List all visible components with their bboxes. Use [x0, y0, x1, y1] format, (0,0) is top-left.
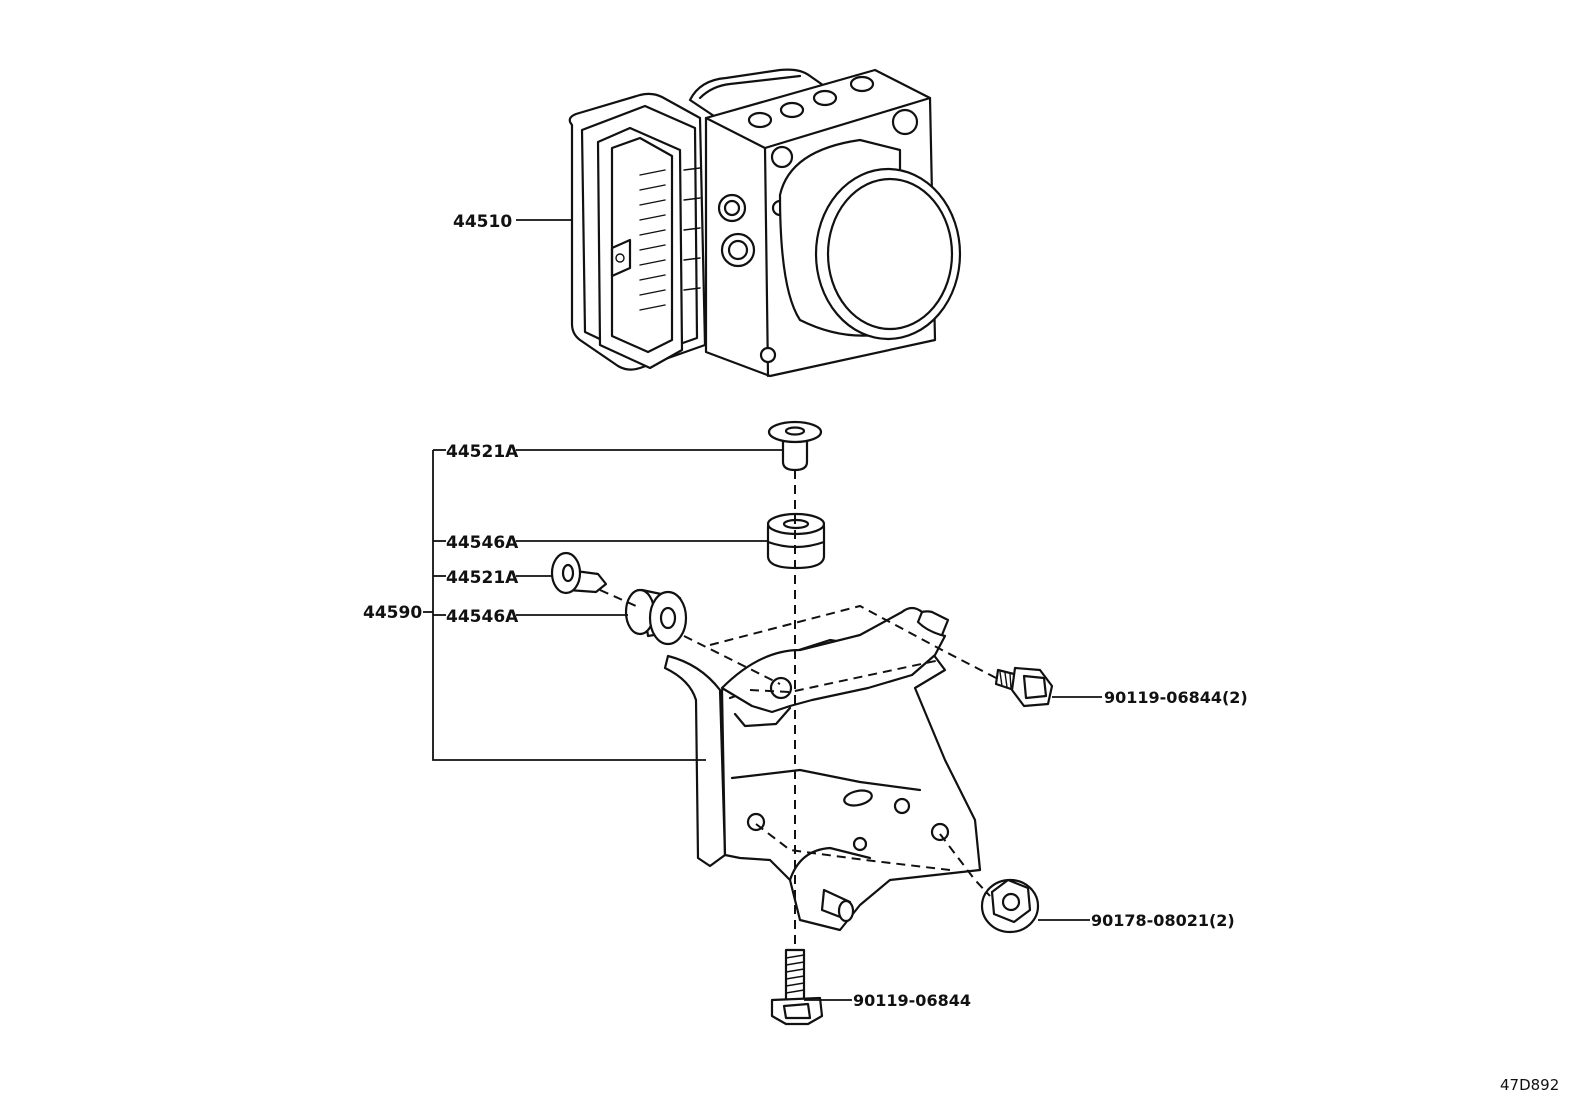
collar-upper[interactable] — [767, 420, 823, 472]
abs-actuator-drawing[interactable] — [568, 68, 962, 378]
leader-lines — [423, 219, 1102, 1001]
callout-bolt-bottom: 90119-06844 — [853, 991, 971, 1010]
diagram-reference-code: 47D892 — [1500, 1076, 1559, 1094]
callout-bolt-upper: 90119-06844(2) — [1104, 688, 1248, 707]
assembly-dashed-lines — [599, 470, 1001, 950]
callout-cushion-upper: 44546A — [446, 533, 519, 553]
callout-collar-upper: 44521A — [446, 442, 519, 462]
callout-44590: 44590 — [363, 603, 422, 623]
collar-side[interactable] — [550, 551, 608, 595]
callout-nut-lower: 90178-08021(2) — [1091, 911, 1235, 930]
bolt-bottom[interactable] — [770, 948, 824, 1026]
nut-lower[interactable] — [980, 878, 1040, 934]
mounting-bracket[interactable] — [663, 606, 982, 932]
callout-44510: 44510 — [453, 212, 512, 232]
bolt-upper[interactable] — [994, 666, 1054, 708]
cushion-side[interactable] — [624, 588, 688, 646]
callout-cushion-side: 44546A — [446, 607, 519, 627]
callout-collar-side: 44521A — [446, 568, 519, 588]
